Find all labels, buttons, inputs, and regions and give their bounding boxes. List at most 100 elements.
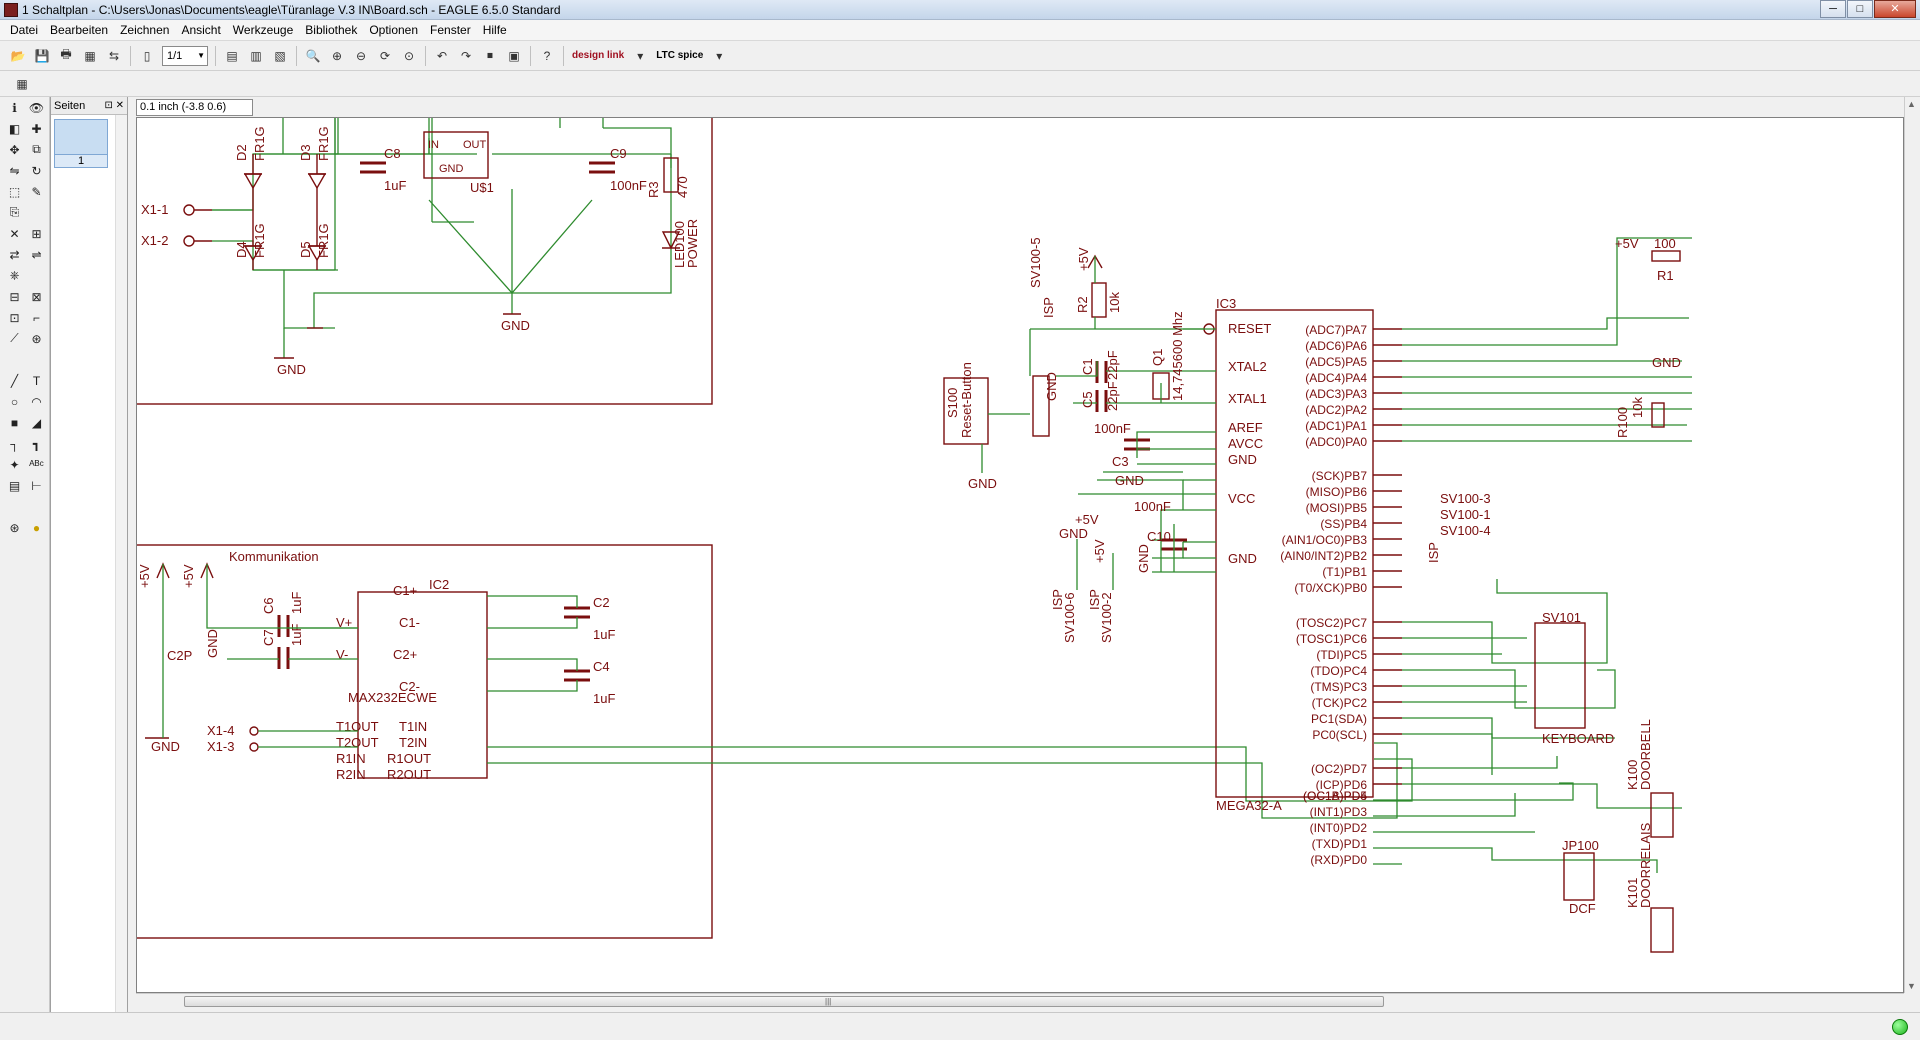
label-s100: S100 — [945, 388, 960, 418]
comm-frame — [137, 544, 713, 939]
circle-icon[interactable]: ○ — [10, 394, 19, 409]
ltcspice-logo[interactable]: LTC spice — [656, 50, 704, 61]
pin-reset: RESET — [1228, 321, 1271, 336]
net-icon[interactable]: ┓ — [32, 436, 41, 451]
pin-pa4: (ADC4)PA4 — [1305, 371, 1367, 385]
wire-icon[interactable]: ╱ — [10, 373, 19, 388]
pin-pc0: PC0(SCL) — [1312, 728, 1367, 742]
help-icon[interactable]: ? — [543, 48, 551, 63]
label-d4-value: FR1G — [252, 223, 267, 258]
label-icon[interactable]: ᴬᴮᶜ — [29, 457, 44, 472]
redo-icon[interactable]: ↷ — [460, 48, 472, 63]
bus-icon[interactable]: ┐ — [10, 436, 19, 451]
junction-icon[interactable]: ✦ — [9, 457, 20, 472]
label-r1: R1 — [1657, 268, 1674, 283]
replace-icon[interactable]: ⇌ — [31, 247, 42, 262]
scroll-up-icon[interactable]: ▲ — [1907, 99, 1916, 109]
rect-icon[interactable]: ■ — [10, 415, 19, 430]
canvas-horizontal-scrollbar[interactable]: ||| — [136, 993, 1904, 1009]
canvas-vertical-scrollbar[interactable]: ▲▼ — [1904, 97, 1920, 993]
errors-icon[interactable]: ● — [32, 520, 41, 535]
show-icon[interactable]: 👁 — [28, 100, 45, 115]
value-icon[interactable]: ⊠ — [31, 289, 42, 304]
attribute-icon[interactable]: ▤ — [8, 478, 21, 493]
grid-icon[interactable]: ▦ — [16, 76, 28, 91]
script-icon[interactable]: ▤ — [226, 48, 238, 63]
menu-optionen[interactable]: Optionen — [369, 23, 419, 37]
move-icon[interactable]: ✥ — [9, 142, 20, 157]
print-icon[interactable]: 🖶 — [60, 47, 72, 61]
stop-icon[interactable]: ⏹ — [486, 48, 493, 62]
paste-icon[interactable]: ⎘ — [9, 205, 20, 219]
scroll-down-icon[interactable]: ▼ — [1907, 981, 1916, 991]
sheet-icon[interactable]: ▯ — [143, 48, 151, 63]
undo-icon[interactable]: ↶ — [436, 48, 448, 63]
add-icon[interactable]: ⊞ — [31, 226, 42, 241]
arc-icon[interactable]: ◠ — [31, 394, 42, 409]
schematic-drawing[interactable]: X1-1 X1-2 D2 FR1G D3 FR1G D4 FR1G D5 FR1… — [137, 118, 1904, 993]
mcu-left-nets — [981, 256, 1216, 590]
display-icon[interactable]: ◧ — [8, 121, 21, 136]
cam-icon[interactable]: ▦ — [84, 48, 96, 63]
hscroll-thumb[interactable]: ||| — [184, 996, 1384, 1007]
close-button[interactable]: ✕ — [1874, 0, 1916, 18]
ulp2-icon[interactable]: ▧ — [274, 48, 286, 63]
maximize-button[interactable]: □ — [1847, 0, 1873, 18]
mirror-icon[interactable]: ⇋ — [9, 163, 20, 178]
save-icon[interactable]: 💾 — [34, 48, 50, 63]
zoom-in-icon[interactable]: ⊕ — [331, 48, 343, 63]
menu-bearbeiten[interactable]: Bearbeiten — [50, 23, 109, 37]
go-icon[interactable]: ▣ — [508, 48, 520, 63]
menu-ansicht[interactable]: Ansicht — [181, 23, 221, 37]
pinswap-icon[interactable]: ⇄ — [9, 247, 20, 262]
panel-pin-icon[interactable]: ⊡ ✕ — [104, 100, 124, 111]
designlink-dropdown-icon[interactable]: ▾ — [637, 48, 644, 63]
pin-pb6: (MISO)PB6 — [1306, 485, 1368, 499]
rotate-icon[interactable]: ↻ — [31, 163, 42, 178]
designlink-logo[interactable]: design link — [572, 50, 625, 61]
board-switch-icon[interactable]: ⇆ — [108, 48, 120, 63]
text-icon[interactable]: T — [32, 373, 41, 388]
label-q1-value: 14,745600 Mhz — [1170, 311, 1185, 401]
label-doorbell: DOORBELL — [1638, 719, 1653, 790]
smash-icon[interactable]: ⊡ — [9, 310, 20, 325]
info-icon[interactable]: ℹ — [12, 100, 17, 115]
delete-icon[interactable]: ✕ — [9, 226, 20, 241]
invoke-icon[interactable]: ⊛ — [31, 331, 42, 346]
mark-icon[interactable]: ✚ — [31, 121, 42, 136]
erc-icon[interactable]: ⊛ — [9, 520, 20, 535]
polygon-icon[interactable]: ◢ — [31, 415, 42, 430]
schematic-canvas[interactable]: X1-1 X1-2 D2 FR1G D3 FR1G D4 FR1G D5 FR1… — [136, 117, 1904, 993]
ltcspice-dropdown-icon[interactable]: ▾ — [716, 48, 723, 63]
minimize-button[interactable]: ─ — [1820, 0, 1846, 18]
miter-icon[interactable]: ⌐ — [32, 310, 40, 325]
group-icon[interactable]: ⬚ — [8, 184, 21, 199]
menu-datei[interactable]: Datei — [10, 23, 39, 37]
menu-hilfe[interactable]: Hilfe — [482, 23, 507, 37]
open-icon[interactable]: 📂 — [10, 48, 26, 63]
dimension-icon[interactable]: ⊢ — [31, 478, 42, 493]
change-icon[interactable]: ✎ — [31, 184, 42, 199]
zoom-fit-icon[interactable]: 🔍 — [305, 48, 321, 63]
zoom-select-icon[interactable]: ⊙ — [403, 48, 415, 63]
sheet-select[interactable]: 1/1▼ — [162, 45, 208, 66]
comm-labels: Kommunikation IC2 MAX232ECWE V+ V- C1+ C… — [137, 549, 615, 782]
status-led-icon — [1892, 1019, 1908, 1035]
zoom-out-icon[interactable]: ⊖ — [355, 48, 367, 63]
copy-icon[interactable]: ⧉ — [32, 142, 41, 156]
pages-scrollbar[interactable] — [115, 115, 127, 1015]
label-keyboard: KEYBOARD — [1542, 731, 1614, 746]
pin-t2in: T2IN — [399, 735, 427, 750]
menu-bibliothek[interactable]: Bibliothek — [305, 23, 358, 37]
zoom-redraw-icon[interactable]: ⟳ — [379, 48, 391, 63]
menu-werkzeuge[interactable]: Werkzeuge — [232, 23, 294, 37]
page-thumbnail[interactable] — [54, 119, 108, 155]
menu-fenster[interactable]: Fenster — [430, 23, 471, 37]
ulp-icon[interactable]: ▥ — [250, 48, 262, 63]
pin-vcc: VCC — [1228, 491, 1255, 506]
split-icon[interactable]: ⟋ — [10, 331, 19, 345]
name-icon[interactable]: ⊟ — [9, 289, 20, 304]
menu-zeichnen[interactable]: Zeichnen — [120, 23, 170, 37]
page-number[interactable]: 1 — [54, 155, 108, 168]
gateswap-icon[interactable]: ⎈ — [9, 268, 20, 282]
